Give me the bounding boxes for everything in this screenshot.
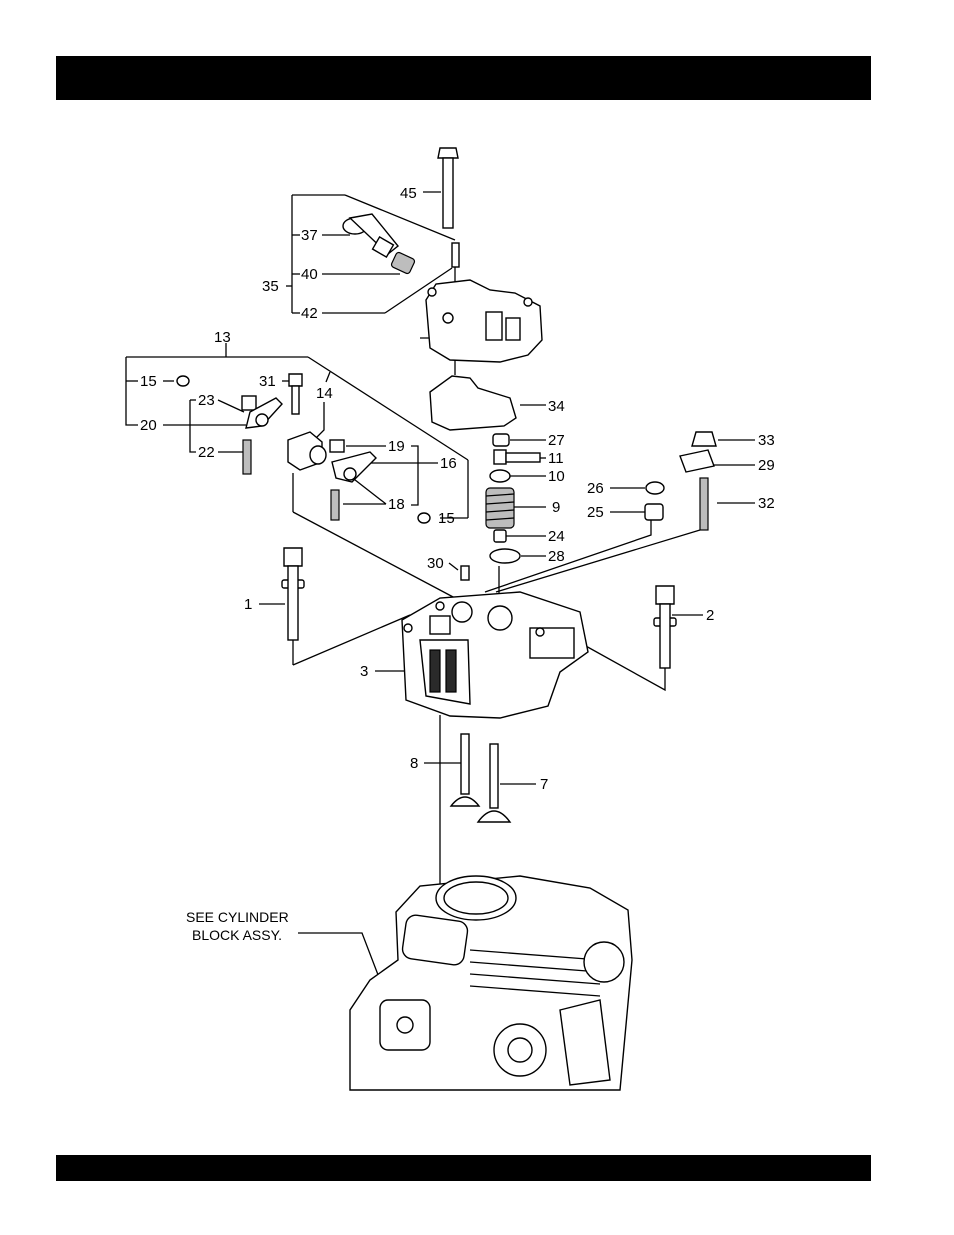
callout-30: 30 xyxy=(427,555,444,572)
callout-34: 34 xyxy=(548,398,565,415)
rocker-arm-20 xyxy=(242,396,282,428)
valve-spring-9 xyxy=(486,488,514,528)
note-line-2: BLOCK ASSY. xyxy=(192,927,282,943)
callout-10: 10 xyxy=(548,468,565,485)
callout-28: 28 xyxy=(548,548,565,565)
callout-18: 18 xyxy=(388,496,405,513)
callout-32: 32 xyxy=(758,495,775,512)
callout-33: 33 xyxy=(758,432,775,449)
footer-bar xyxy=(56,1155,871,1181)
callout-15b: 15 xyxy=(438,510,455,527)
callout-11: 11 xyxy=(548,450,564,467)
callout-7: 7 xyxy=(540,776,548,793)
callout-26: 26 xyxy=(587,480,604,497)
callout-27: 27 xyxy=(548,432,565,449)
note-line-1: SEE CYLINDER xyxy=(186,909,289,925)
callout-23: 23 xyxy=(198,392,215,409)
callout-19: 19 xyxy=(388,438,405,455)
callout-22: 22 xyxy=(198,444,215,461)
callout-15a: 15 xyxy=(140,373,157,390)
spring-40 xyxy=(391,252,416,275)
callout-2: 2 xyxy=(706,607,714,624)
callout-8: 8 xyxy=(410,755,418,772)
rocker-support-14 xyxy=(288,432,326,470)
bolt-45 xyxy=(438,148,458,228)
callout-25: 25 xyxy=(587,504,604,521)
callout-29: 29 xyxy=(758,457,775,474)
bolt-2 xyxy=(654,586,676,668)
shaft-37 xyxy=(343,214,398,257)
callout-14: 14 xyxy=(316,385,333,402)
callout-40: 40 xyxy=(301,266,318,283)
bolt-1 xyxy=(282,548,304,640)
cylinder-head-3 xyxy=(402,592,588,718)
parts xyxy=(177,148,716,1090)
rocker-cover xyxy=(426,280,542,362)
callout-37: 37 xyxy=(301,227,318,244)
callout-13: 13 xyxy=(214,329,231,346)
callout-42: 42 xyxy=(301,305,318,322)
valve-7 xyxy=(478,744,510,822)
callout-3: 3 xyxy=(360,663,368,680)
callout-20: 20 xyxy=(140,417,157,434)
callout-45: 45 xyxy=(400,185,417,202)
callout-9: 9 xyxy=(552,499,560,516)
callout-35: 35 xyxy=(262,278,279,295)
callout-1: 1 xyxy=(244,596,252,613)
cylinder-block xyxy=(350,876,632,1090)
cylinder-block-note: SEE CYLINDER BLOCK ASSY. xyxy=(186,909,289,943)
callout-16: 16 xyxy=(440,455,457,472)
callout-24: 24 xyxy=(548,528,565,545)
valve-8 xyxy=(451,734,479,806)
callout-31: 31 xyxy=(259,373,276,390)
